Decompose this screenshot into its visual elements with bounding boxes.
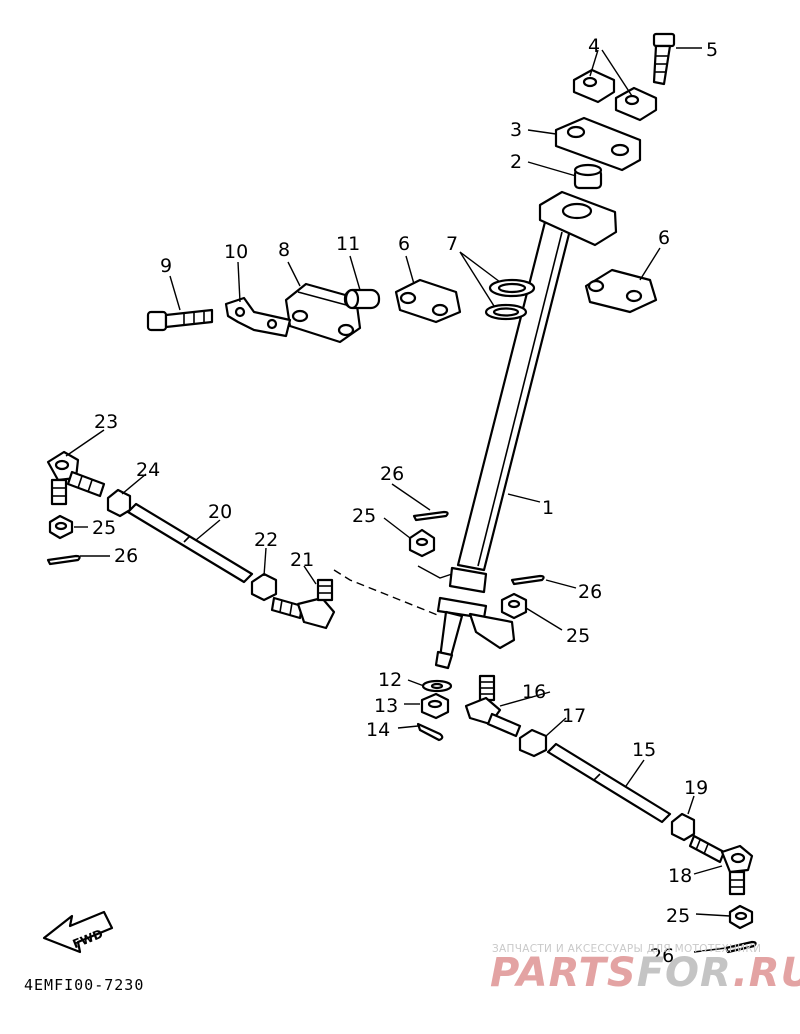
tie-rod-end-right xyxy=(688,834,754,896)
callout-25-left: 25 xyxy=(92,517,116,539)
callout-15: 15 xyxy=(632,739,656,761)
cotter-pin-1 xyxy=(46,554,81,566)
callout-2: 2 xyxy=(510,151,522,173)
tie-rod-left xyxy=(126,502,254,584)
callout-18: 18 xyxy=(668,865,692,887)
callout-25-bottom: 25 xyxy=(666,905,690,927)
lower-holder xyxy=(554,116,642,172)
upper-holder-right xyxy=(614,86,658,122)
callout-26-left: 26 xyxy=(114,545,138,567)
tie-rod-end-center xyxy=(464,674,522,738)
callout-24: 24 xyxy=(136,459,160,481)
callout-26-center: 26 xyxy=(380,463,404,485)
callout-6-right: 6 xyxy=(658,227,670,249)
castle-nut-2 xyxy=(408,528,436,558)
callout-5: 5 xyxy=(706,39,718,61)
castle-nut-4 xyxy=(728,904,754,930)
callout-13: 13 xyxy=(374,695,398,717)
callout-1: 1 xyxy=(542,497,554,519)
watermark-brand: PARTSFOR.RU xyxy=(490,950,800,996)
cotter-pin-3 xyxy=(510,574,545,586)
callout-7: 7 xyxy=(446,233,458,255)
castle-nut-shaft xyxy=(420,692,450,720)
diagram-code: 4EMFI00-7230 xyxy=(24,976,144,994)
oil-seal-lower xyxy=(484,303,528,321)
lock-nut-right xyxy=(670,812,696,842)
bushing xyxy=(573,163,603,190)
collar xyxy=(343,288,381,310)
callout-23: 23 xyxy=(94,411,118,433)
tie-rod-end-left-outer xyxy=(46,450,106,506)
castle-nut-1 xyxy=(48,514,74,540)
callout-25-right: 25 xyxy=(566,625,590,647)
watermark-brand-parts: PARTS xyxy=(490,950,637,996)
watermark-brand-for: FOR xyxy=(637,950,733,996)
callout-16: 16 xyxy=(522,681,546,703)
steering-shaft xyxy=(434,190,618,670)
watermark-caption: ЗАПЧАСТИ И АКСЕССУАРЫ ДЛЯ МОТОТЕХНИКИ xyxy=(492,943,761,955)
callout-17: 17 xyxy=(562,705,586,727)
watermark: ЗАПЧАСТИ И АКСЕССУАРЫ ДЛЯ МОТОТЕХНИКИ PA… xyxy=(490,943,800,996)
lock-nut-outer-left xyxy=(106,488,132,518)
plain-washer xyxy=(421,679,453,693)
lock-washer xyxy=(224,296,292,338)
castle-nut-3 xyxy=(500,592,528,620)
callout-4: 4 xyxy=(588,35,600,57)
holder-bolt xyxy=(652,32,676,86)
cotter-pin-4 xyxy=(724,940,757,954)
callout-26-right: 26 xyxy=(578,581,602,603)
bracket-bolt xyxy=(146,308,214,332)
callout-20: 20 xyxy=(208,501,232,523)
shaft-bushing-left xyxy=(394,278,462,324)
callout-3: 3 xyxy=(510,119,522,141)
shaft-bracket xyxy=(284,282,362,344)
callout-11: 11 xyxy=(336,233,360,255)
lock-nut-left xyxy=(250,572,278,602)
tie-rod-end-left-inner xyxy=(270,578,336,630)
callout-10: 10 xyxy=(224,241,248,263)
cotter-pin-2 xyxy=(412,510,449,522)
callout-6-left: 6 xyxy=(398,233,410,255)
callout-19: 19 xyxy=(684,777,708,799)
leader-lines xyxy=(65,47,731,953)
oil-seal-upper xyxy=(488,278,536,298)
callout-14: 14 xyxy=(366,719,390,741)
callout-25-center: 25 xyxy=(352,505,376,527)
tie-rod-right xyxy=(546,742,672,824)
callout-8: 8 xyxy=(278,239,290,261)
upper-holder-left xyxy=(572,68,616,104)
callout-26-bottom: 26 xyxy=(650,945,674,967)
watermark-brand-ru: .RU xyxy=(733,950,800,996)
lock-nut-center xyxy=(518,728,548,758)
callout-9: 9 xyxy=(160,255,172,277)
shaft-bushing-right xyxy=(584,268,658,314)
callout-22: 22 xyxy=(254,529,278,551)
fwd-arrow-icon: FWD xyxy=(42,910,114,954)
callout-21: 21 xyxy=(290,549,314,571)
cotter-pin-shaft xyxy=(416,722,444,742)
callout-12: 12 xyxy=(378,669,402,691)
callout-labels: 1 2 3 4 5 6 6 7 8 9 10 11 12 13 14 15 16… xyxy=(92,35,718,967)
